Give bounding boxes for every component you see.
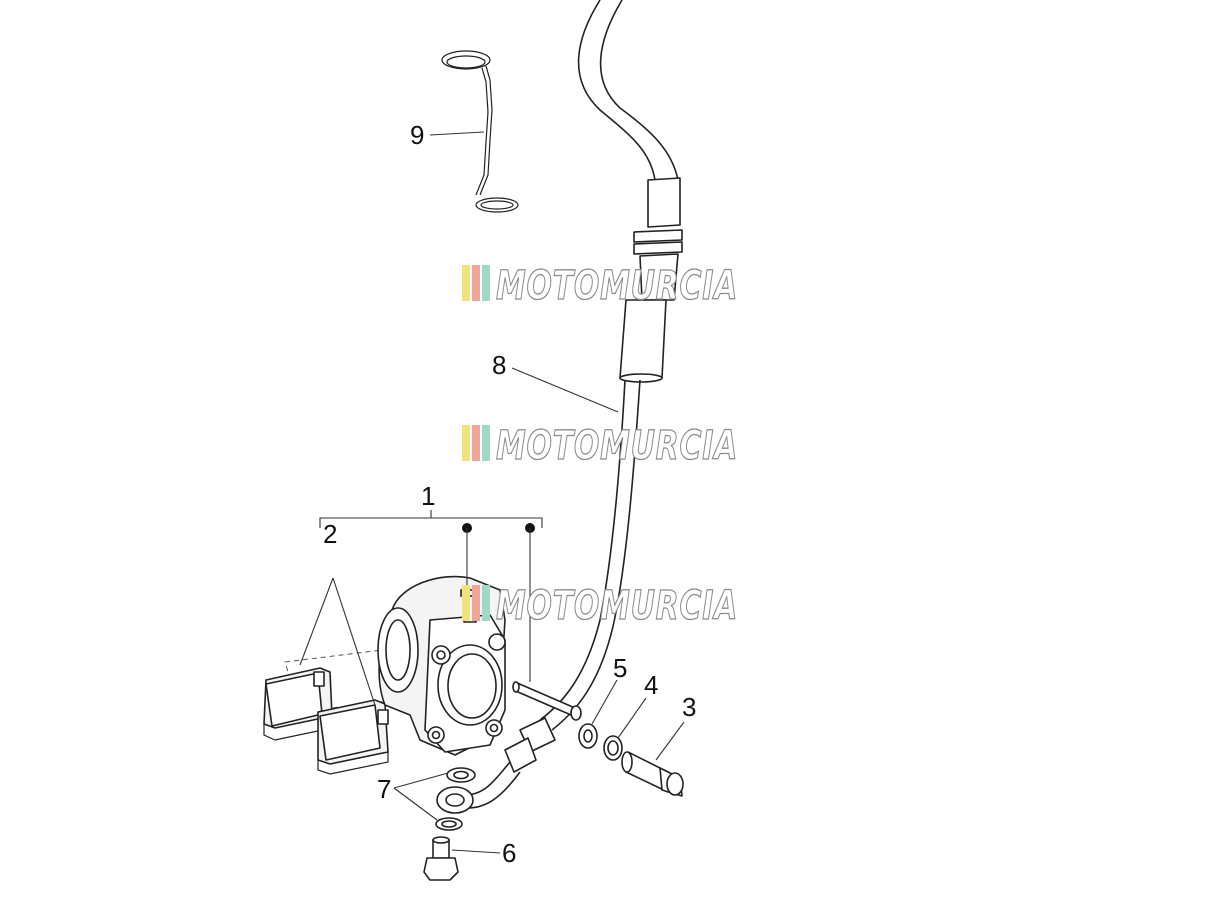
callout-labels: 1 2 3 4 5 6 7 8 9 [323, 120, 696, 868]
watermark-stripe-yellow [462, 585, 470, 621]
watermark-middle: MOTOMURCIA [462, 422, 738, 470]
callout-5: 5 [613, 653, 627, 683]
brake-caliper-part-1 [377, 575, 506, 756]
callout-8: 8 [492, 350, 506, 380]
callout-7: 7 [377, 774, 391, 804]
sealing-washers-part-7 [435, 767, 476, 831]
leader-lines [299, 131, 685, 854]
watermark-stripe-yellow [462, 425, 470, 461]
callout-9: 9 [410, 120, 424, 150]
callout-2: 2 [323, 519, 337, 549]
watermark-stripe-red [472, 265, 480, 301]
brake-hose-part-8 [436, 0, 683, 814]
callout-1: 1 [421, 481, 435, 511]
callout-3: 3 [682, 692, 696, 722]
caliper-pin [512, 681, 582, 721]
bolt-part-3 [621, 751, 684, 797]
watermark-top: MOTOMURCIA [462, 262, 738, 310]
watermark-text: MOTOMURCIA [496, 263, 738, 309]
watermark-stripe-yellow [462, 265, 470, 301]
watermark-stripe-red [472, 585, 480, 621]
banjo-bolt-part-6 [423, 836, 459, 881]
watermark-text: MOTOMURCIA [496, 423, 738, 469]
washer-part-5 [578, 723, 598, 749]
watermark-stripe-green [482, 265, 490, 301]
washer-part-4 [603, 735, 623, 761]
hose-clip-part-9 [441, 50, 519, 213]
brake-pads-part-2 [263, 649, 396, 775]
watermark-stripe-green [482, 425, 490, 461]
watermark-stripe-red [472, 425, 480, 461]
watermark-text: MOTOMURCIA [496, 583, 738, 629]
callout-6: 6 [502, 838, 516, 868]
callout-4: 4 [644, 670, 658, 700]
watermark-bottom: MOTOMURCIA [462, 582, 738, 630]
watermark-stripe-green [482, 585, 490, 621]
